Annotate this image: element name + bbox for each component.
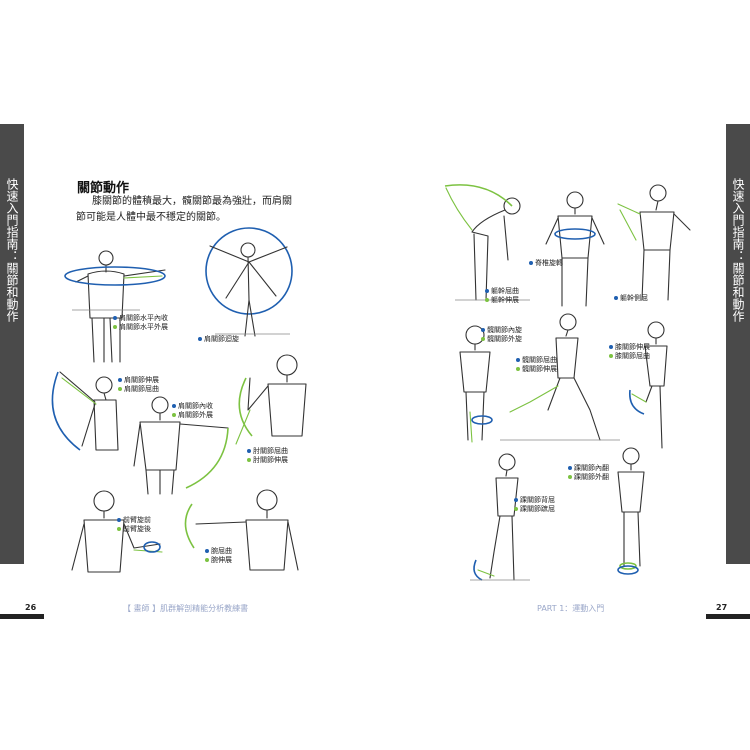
label-forearm-pronation: 前臂旋前	[117, 516, 151, 525]
left-page-number: 26	[25, 603, 37, 612]
left-side-tab-text: 快速入門指南：關節和動作	[5, 178, 19, 322]
label-wrist-flexion: 腕屈曲	[205, 547, 232, 556]
green-dot-icon	[516, 367, 520, 371]
label-ankle-plantarflexion: 踝關節蹠屈	[514, 505, 555, 514]
figure-hip-rotation	[459, 325, 493, 443]
blue-dot-icon	[568, 466, 572, 470]
left-side-tab	[0, 124, 24, 564]
label-shoulder-flexion: 肩關節屈曲	[118, 385, 159, 394]
green-dot-icon	[172, 413, 176, 417]
label-hip-flexion: 髖關節屈曲	[516, 356, 557, 365]
blue-dot-icon	[198, 337, 202, 341]
label-trunk-flexion: 軀幹屈曲	[485, 287, 519, 296]
figure-trunk-lateral	[617, 184, 691, 301]
right-footer-bar	[706, 614, 750, 619]
left-footer-text: 【 畫師 】肌群解剖精能分析教練書	[123, 604, 249, 613]
blue-dot-icon	[516, 358, 520, 362]
blue-dot-icon	[118, 378, 122, 382]
figure-forearm	[71, 490, 163, 573]
green-dot-icon	[514, 507, 518, 511]
label-shoulder-horizontal-adduction: 肩關節水平內收	[113, 314, 168, 323]
blue-dot-icon	[113, 316, 117, 320]
right-side-tab-text: 快速入門指南：關節和動作	[731, 178, 745, 322]
label-shoulder-adduction: 肩關節內收	[172, 402, 213, 411]
label-wrist-extension: 腕伸展	[205, 556, 232, 565]
blue-dot-icon	[481, 328, 485, 332]
label-spine-rotation: 脊椎旋轉	[529, 259, 563, 268]
label-ankle-dorsiflexion: 踝關節背屈	[514, 496, 555, 505]
figure-shoulder-abduction	[133, 396, 229, 495]
label-trunk-extension: 軀幹伸展	[485, 296, 519, 305]
right-side-tab	[726, 124, 750, 564]
figure-hip-flexion	[500, 313, 620, 441]
blue-dot-icon	[609, 345, 613, 349]
green-dot-icon	[568, 475, 572, 479]
figure-ankle-dorsi	[470, 453, 530, 581]
blue-dot-icon	[614, 296, 618, 300]
right-footer-text: PART 1：運動入門	[537, 604, 605, 613]
figure-shoulder-flexion	[51, 371, 119, 451]
figure-spine-rotation	[545, 191, 605, 307]
figure-shoulder-circumduction	[205, 227, 293, 337]
figure-knee	[628, 321, 668, 449]
label-elbow-flexion: 肘關節屈曲	[247, 447, 288, 456]
label-ankle-eversion: 踝關節外翻	[568, 473, 609, 482]
blue-dot-icon	[247, 449, 251, 453]
page-title: 關節動作	[77, 181, 130, 196]
label-forearm-supination: 前臂旋後	[117, 525, 151, 534]
label-shoulder-extension: 肩關節伸展	[118, 376, 159, 385]
green-dot-icon	[485, 298, 489, 302]
right-page-number: 27	[716, 603, 728, 612]
blue-dot-icon	[529, 261, 533, 265]
figure-ankle-inversion	[617, 447, 645, 575]
label-knee-flexion: 膝關節屈曲	[609, 352, 650, 361]
green-dot-icon	[205, 558, 209, 562]
label-elbow-extension: 肘關節伸展	[247, 456, 288, 465]
blue-dot-icon	[172, 404, 176, 408]
green-dot-icon	[113, 325, 117, 329]
label-ankle-inversion: 踝關節內翻	[568, 464, 609, 473]
green-dot-icon	[247, 458, 251, 462]
figure-shoulder-horizontal	[64, 250, 166, 363]
figure-trunk-flexion	[444, 184, 530, 301]
label-shoulder-horizontal-abduction: 肩關節水平外展	[113, 323, 168, 332]
green-dot-icon	[481, 337, 485, 341]
label-trunk-lateral: 軀幹側屈	[614, 294, 648, 303]
green-dot-icon	[117, 527, 121, 531]
blue-dot-icon	[205, 549, 209, 553]
label-shoulder-circumduction: 肩關節迴旋	[198, 335, 239, 344]
figure-elbow	[235, 354, 307, 445]
blue-dot-icon	[117, 518, 121, 522]
figure-wrist	[184, 489, 299, 571]
green-dot-icon	[609, 354, 613, 358]
green-dot-icon	[118, 387, 122, 391]
label-hip-external-rotation: 髖關節外旋	[481, 335, 522, 344]
left-footer-bar	[0, 614, 44, 619]
blue-dot-icon	[485, 289, 489, 293]
label-hip-extension: 髖關節伸展	[516, 365, 557, 374]
label-shoulder-abduction: 肩關節外展	[172, 411, 213, 420]
label-hip-internal-rotation: 髖關節內旋	[481, 326, 522, 335]
label-knee-extension: 膝關節伸展	[609, 343, 650, 352]
intro-paragraph: 膝關節的體積最大，髖關節最為強壯，而肩關節可能是人體中最不穩定的關節。	[76, 196, 292, 223]
blue-dot-icon	[514, 498, 518, 502]
